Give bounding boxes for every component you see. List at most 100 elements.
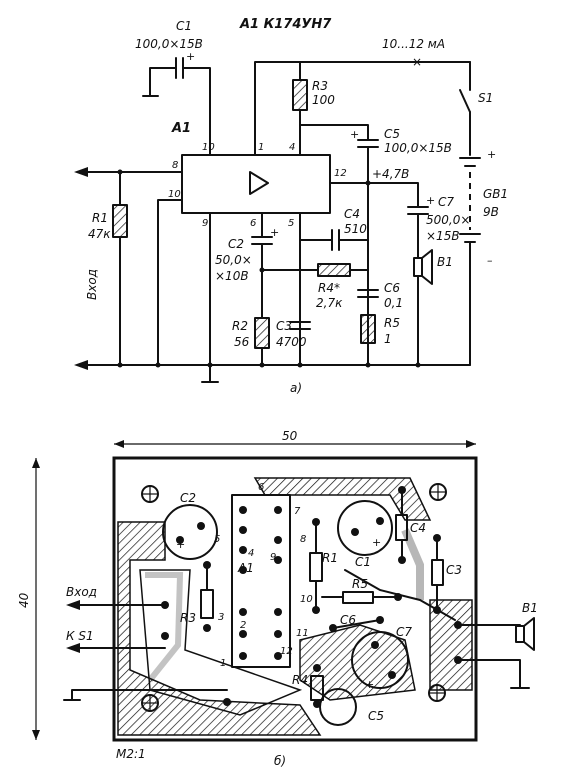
pcb-c3: C3 — [446, 563, 462, 577]
wire-r3-c5 — [299, 124, 369, 141]
pcb-r4: R4 — [292, 673, 308, 687]
switch-s1-lever — [459, 89, 471, 113]
pcb-pin-5: 5 — [214, 534, 220, 545]
speaker-body — [413, 257, 423, 277]
ic-pads-left — [239, 506, 282, 660]
copper-c7 — [299, 624, 416, 701]
pcb-pin-1: 1 — [220, 658, 226, 669]
scale-label: М2:1 — [116, 747, 146, 761]
ic-ref: A1 — [171, 121, 191, 136]
c5-plus: + — [350, 128, 359, 141]
c2-outline — [162, 504, 218, 560]
c7-outline — [351, 631, 409, 689]
r5-value: 1 — [384, 332, 392, 346]
pcb-layout: 50 40 C2 + — [17, 429, 538, 768]
battery-minus: – — [487, 254, 493, 267]
mounting-hole-icon — [429, 483, 447, 501]
c5-label: C5 — [384, 127, 400, 141]
c2-label: C2 — [228, 237, 244, 251]
c3-label: C3 — [276, 319, 292, 333]
pcb-r3: R3 — [180, 611, 196, 625]
wire-pin10 — [157, 199, 183, 366]
r4-value: 2,7к — [316, 296, 343, 310]
pcb-c1-plus: + — [372, 536, 381, 549]
ground-arrow-icon — [74, 360, 88, 370]
c1-plus: + — [186, 50, 195, 63]
pcb-input-label: Вход — [66, 585, 97, 599]
input-arrow-icon — [74, 167, 88, 177]
pcb-c5: C5 — [368, 709, 384, 723]
caption-b: б) — [274, 754, 286, 768]
pin-10: 10 — [168, 189, 181, 200]
pcb-c2-plus: + — [176, 538, 185, 551]
pin-9: 9 — [202, 218, 208, 229]
c1-ground-wire — [149, 67, 177, 96]
pcb-pin-6: 6 — [258, 482, 264, 493]
amplifier-triangle-icon — [249, 171, 269, 195]
b1-label: B1 — [437, 255, 453, 269]
pcb-speaker-body — [515, 625, 525, 643]
supply-rail — [254, 61, 471, 156]
schematic: A1 К174УН7 10...12 мА C1 100,0×15В + A1 … — [74, 17, 508, 395]
wire-pin12-c7 — [329, 182, 419, 208]
mounting-hole-icon — [141, 485, 159, 503]
c2-value1: 50,0× — [215, 253, 252, 267]
mounting-hole-icon — [141, 694, 159, 712]
c6-label: C6 — [384, 281, 400, 295]
c4-value: 510 — [344, 222, 367, 236]
r5-label: R5 — [384, 316, 400, 330]
c7-label: C7 — [438, 195, 454, 209]
pin-12: 12 — [334, 168, 347, 179]
c7-value1: 500,0× — [426, 213, 470, 227]
pcb-speaker-icon — [523, 617, 535, 651]
c5-outline — [319, 688, 357, 726]
pcb-pin-10: 10 — [300, 594, 313, 605]
pcb-pin-9: 9 — [270, 552, 276, 563]
c2-plus: + — [270, 226, 279, 239]
r2-value: 56 — [234, 335, 250, 349]
s1-label: S1 — [478, 91, 493, 105]
wire-c1-pin7 — [182, 67, 211, 156]
pcb-c7-plus: + — [365, 678, 374, 691]
pcb-pin-3: 3 — [218, 612, 224, 623]
r1-label: R1 — [92, 211, 108, 225]
pcb-c6: C6 — [340, 613, 356, 627]
c6-footprint — [332, 619, 381, 629]
pcb-c7: C7 — [396, 625, 412, 639]
pin-1: 1 — [258, 142, 264, 153]
pin-8: 8 — [172, 160, 178, 171]
input-label: Вход — [85, 269, 99, 300]
pcb-c2: C2 — [180, 491, 196, 505]
speaker-icon — [421, 249, 433, 285]
pcb-c4: C4 — [410, 521, 426, 535]
pcb-b1: B1 — [522, 601, 538, 615]
c4-label: C4 — [344, 207, 360, 221]
vout-label: +4,7В — [372, 167, 409, 181]
c1-value: 100,0×15В — [135, 37, 203, 51]
r1-value: 47к — [88, 227, 111, 241]
pcb-pin-12: 12 — [280, 646, 293, 657]
pcb-r5: R5 — [352, 577, 368, 591]
mounting-hole-icon — [428, 684, 446, 702]
pcb-c1: C1 — [355, 555, 371, 569]
c7-plus: + — [426, 194, 435, 207]
ic-a1-footprint — [231, 494, 291, 668]
pcb-pin-2: 2 — [240, 620, 246, 631]
pin-7: 10 — [202, 142, 215, 153]
pin-4: 4 — [289, 142, 295, 153]
battery-plus: + — [487, 148, 496, 161]
lead-ground — [71, 689, 228, 701]
caption-a: а) — [290, 381, 302, 395]
lead-input-arrow-icon — [66, 600, 80, 610]
pcb-s1-label: К S1 — [66, 629, 94, 643]
r3-label: R3 — [312, 79, 328, 93]
pcb-r1: R1 — [322, 551, 338, 565]
c1-outline — [337, 500, 393, 556]
c7-value2: ×15В — [426, 229, 460, 243]
c3-value: 4700 — [276, 335, 307, 349]
pin-5: 5 — [288, 218, 294, 229]
ic-a1-body — [181, 154, 331, 214]
c5-value: 100,0×15В — [384, 141, 452, 155]
c1-label: C1 — [176, 19, 192, 33]
